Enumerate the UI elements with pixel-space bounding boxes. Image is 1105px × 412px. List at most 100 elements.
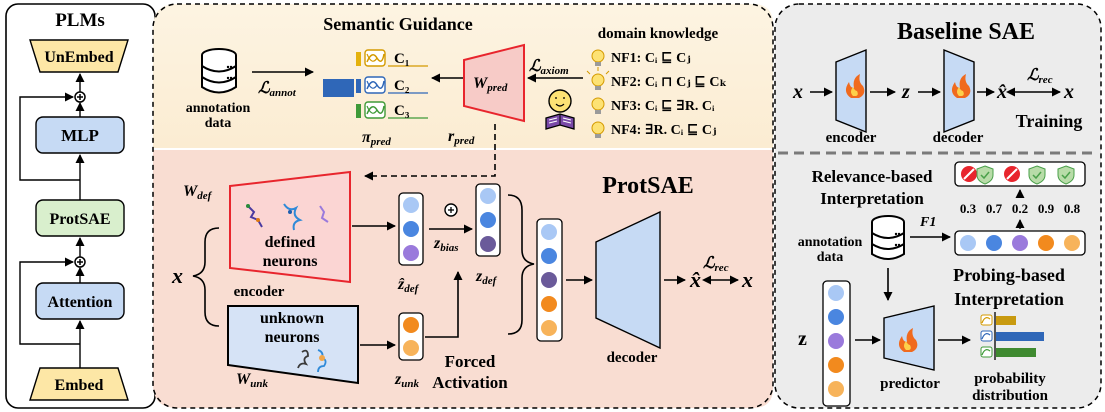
- dna-icon-2: [364, 76, 386, 94]
- svg-text:ℒrec: ℒrec: [703, 255, 729, 274]
- activation-unit: [1064, 235, 1080, 251]
- encoder-label: encoder: [234, 284, 285, 300]
- z-bias-symbol: z: [433, 235, 441, 252]
- z-combined-unit: [541, 272, 557, 288]
- w-def-symbol: W: [183, 183, 199, 200]
- domain-knowledge-label: domain knowledge: [598, 26, 719, 42]
- z-def-symbol: z: [475, 268, 483, 285]
- baseline-title: Baseline SAE: [897, 19, 1035, 45]
- prob-bar-3: [996, 348, 1036, 357]
- prob-bar-2: [996, 332, 1044, 341]
- baseline-x: x: [792, 81, 803, 103]
- w-def-sub: def: [197, 190, 212, 202]
- interp-z-unit: [828, 381, 844, 397]
- dna-icon-3: [364, 101, 386, 119]
- dna-icon-1: [364, 49, 386, 67]
- nf2: NF2: Cᵢ ⊓ Cⱼ ⊑ Cₖ: [611, 75, 727, 90]
- svg-text:πpred: πpred: [362, 129, 391, 148]
- r-pred-sub: pred: [453, 135, 475, 147]
- z-def-unit: [480, 212, 496, 228]
- protsae-decoder-block: [595, 210, 661, 350]
- lightbulb-icon-1: [591, 49, 605, 66]
- z-hat-def-unit: [403, 245, 419, 261]
- reject-icon: [1004, 166, 1020, 182]
- l-annot-sub: annot: [270, 87, 297, 99]
- score-5: 0.8: [1064, 201, 1081, 216]
- relevance-line2: Interpretation: [820, 189, 924, 208]
- z-hat-def-unit: [403, 197, 419, 213]
- w-unk-symbol: W: [236, 371, 252, 388]
- protsae-decoder-label: decoder: [607, 350, 658, 366]
- unembed-label: UnEmbed: [44, 49, 113, 66]
- z-combined-unit: [541, 320, 557, 336]
- z-hat-def-symbol: ẑ: [397, 276, 405, 293]
- guidance-dashed-arrow: [364, 124, 496, 181]
- baseline-decoder-label: decoder: [933, 130, 984, 146]
- fire-icon: [951, 74, 971, 98]
- r-pred-symbol: r: [448, 128, 455, 145]
- shield-check-icon: [976, 165, 994, 185]
- interp-z: z: [798, 328, 807, 350]
- z-hat-def-sub: def: [404, 283, 419, 295]
- score-3: 0.2: [1012, 201, 1028, 216]
- unknown-neurons-line1: unknown: [260, 310, 324, 327]
- pi-pred-bar: [323, 79, 354, 97]
- interp-z-unit: [828, 357, 844, 373]
- shield-check-icon: [1028, 165, 1046, 185]
- protsae-l-rec-symbol: ℒ: [703, 255, 716, 272]
- lightbulb-icon-2: [586, 67, 610, 90]
- interp-z-unit: [828, 285, 844, 301]
- svg-text:zunk: zunk: [394, 371, 419, 390]
- z-hat-def-unit: [403, 221, 419, 237]
- shield-check-icon: [1057, 165, 1075, 185]
- activation-unit: [986, 235, 1002, 251]
- concat-brace: [507, 194, 535, 335]
- w-unk-sub: unk: [250, 378, 268, 390]
- protein-icons: [246, 203, 329, 231]
- z-combined-unit: [541, 224, 557, 240]
- interp-annotation-line1: annotation: [798, 235, 863, 250]
- predictor-label: predictor: [880, 376, 940, 392]
- forced-line2: Activation: [432, 373, 508, 392]
- z-bias-sub: bias: [440, 242, 458, 254]
- svg-text:Wunk: Wunk: [236, 371, 268, 390]
- fire-icon: [845, 74, 865, 98]
- annotation-data-line2: data: [205, 116, 231, 131]
- fire-icon: [898, 328, 918, 352]
- svg-text:ℒannot: ℒannot: [258, 80, 297, 99]
- protsae-x-input: x: [171, 263, 183, 288]
- l-axiom-sub: axiom: [541, 65, 570, 77]
- protsae-l-rec-sub: rec: [715, 262, 729, 274]
- interp-z-unit: [828, 309, 844, 325]
- probing-line1: Probing-based: [953, 265, 1065, 285]
- w-pred-block: [463, 43, 525, 123]
- baseline-z: z: [901, 81, 910, 103]
- nf3: NF3: Cᵢ ⊑ ∃R. Cᵢ: [611, 99, 715, 114]
- training-label: Training: [1016, 111, 1083, 131]
- defined-neurons-block: [229, 170, 351, 284]
- score-2: 0.7: [986, 201, 1003, 216]
- input-brace: [192, 227, 220, 327]
- plms-title: PLMs: [55, 10, 105, 31]
- z-def-unit: [480, 188, 496, 204]
- svg-text:zbias: zbias: [433, 235, 459, 254]
- nf4: NF4: ∃R. Cᵢ ⊑ Cⱼ: [611, 123, 716, 138]
- database-icon: [201, 48, 237, 94]
- f1-label: F1: [919, 215, 936, 230]
- score-1: 0.3: [960, 201, 977, 216]
- z-unk-symbol: z: [394, 371, 402, 388]
- z-def-sub: def: [482, 275, 497, 287]
- pi-pred-symbol: π: [362, 129, 372, 146]
- prob-line1: probability: [974, 371, 1046, 387]
- baseline-x-out: x: [1063, 81, 1074, 103]
- z-unk-unit: [403, 317, 419, 333]
- class-c3: C₃: [394, 103, 410, 119]
- svg-text:ẑdef: ẑdef: [397, 276, 420, 295]
- z-combined-unit: [541, 248, 557, 264]
- knowledge-book-icon: [545, 89, 575, 130]
- dna-icon-small: [980, 346, 993, 358]
- baseline-l-rec-sub: rec: [1039, 74, 1053, 86]
- protsae-x-out: x: [741, 267, 753, 292]
- embed-label: Embed: [55, 377, 104, 394]
